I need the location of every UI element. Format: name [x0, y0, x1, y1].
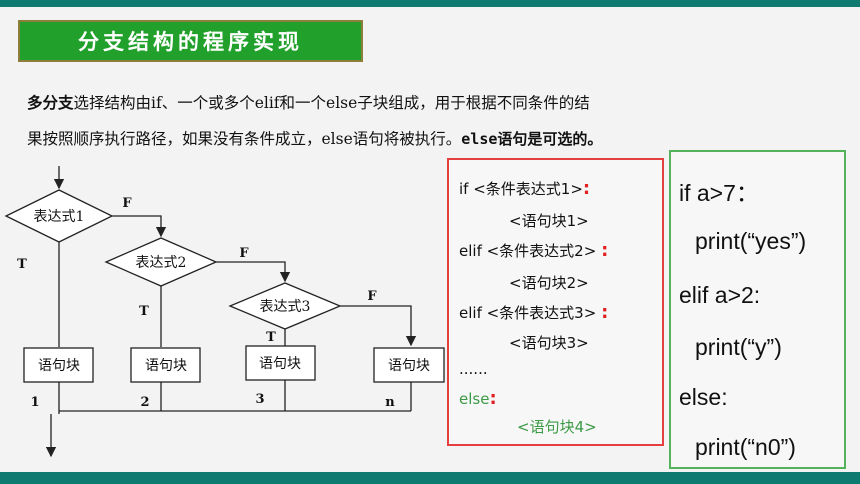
example-line-3: elif a>2:	[679, 282, 761, 308]
syntax-else-text: else	[459, 390, 490, 408]
block-number-3: 3	[255, 392, 264, 407]
multi-branch-flowchart: 表达式1 表达式2 表达式3 语句块 语句块 语句块 语句块 T F T F T…	[4, 166, 445, 458]
syntax-colon-2: :	[601, 240, 609, 261]
syntax-block-4: <语句块4>	[517, 418, 597, 436]
intro-line-2-text: 果按照顺序执行路径，如果没有条件成立，else语句将被执行。	[27, 130, 462, 148]
syntax-block-2: <语句块2>	[509, 274, 589, 292]
false-line-3	[340, 305, 417, 347]
block-label-1: 语句块	[38, 358, 80, 374]
syntax-colon-1: :	[582, 178, 591, 199]
syntax-else-line: else:	[459, 388, 497, 409]
bottom-accent-bar	[0, 472, 860, 484]
intro-bold-lead: 多分支	[27, 93, 74, 112]
example-line-1: if a>7：	[679, 180, 759, 206]
false-label-1: F	[122, 196, 132, 211]
intro-line-2: 果按照顺序执行路径，如果没有条件成立，else语句将被执行。else语句是可选的…	[27, 121, 842, 157]
syntax-ellipsis: ......	[459, 360, 488, 378]
syntax-colon-4: :	[489, 388, 497, 409]
block-label-n: 语句块	[388, 358, 430, 374]
condition-label-1: 表达式1	[34, 209, 85, 225]
block-number-1: 1	[30, 395, 39, 410]
example-line-2: print(“yes”)	[695, 228, 807, 254]
block-label-2: 语句块	[145, 358, 187, 374]
intro-line-1: 多分支选择结构由if、一个或多个elif和一个else子块组成，用于根据不同条件…	[27, 85, 842, 121]
syntax-template-box: if <条件表达式1>: <语句块1> elif <条件表达式2> : <语句块…	[447, 158, 664, 446]
block-label-3: 语句块	[259, 356, 301, 372]
block-number-n: n	[385, 395, 395, 410]
syntax-elif-text-2: elif <条件表达式3>	[459, 304, 597, 322]
false-line-1	[112, 215, 167, 238]
block-number-2: 2	[140, 395, 149, 410]
example-line-4: print(“y”)	[695, 334, 782, 360]
intro-line-1-rest: 选择结构由if、一个或多个elif和一个else子块组成，用于根据不同条件的结	[73, 94, 590, 112]
syntax-colon-3: :	[601, 302, 609, 323]
true-label-3: T	[266, 330, 276, 345]
condition-label-2: 表达式2	[136, 255, 187, 271]
slide-title: 分支结构的程序实现	[18, 20, 363, 62]
intro-paragraph: 多分支选择结构由if、一个或多个elif和一个else子块组成，用于根据不同条件…	[27, 85, 842, 157]
statement-block-n	[373, 347, 445, 383]
syntax-if-text: if <条件表达式1>	[459, 180, 583, 198]
syntax-if-line: if <条件表达式1>:	[459, 178, 590, 199]
example-line-6: print(“n0”)	[695, 434, 796, 460]
false-line-2	[216, 261, 291, 283]
intro-line-2-bold: else语句是可选的。	[461, 130, 603, 148]
true-label-1: T	[17, 257, 27, 272]
statement-block-3	[245, 345, 316, 381]
syntax-elif-line-2: elif <条件表达式3> :	[459, 302, 608, 323]
example-code-box: if a>7： print(“yes”) elif a>2: print(“y”…	[669, 150, 846, 469]
syntax-block-1: <语句块1>	[509, 212, 589, 230]
false-label-3: F	[367, 289, 377, 304]
top-accent-bar	[0, 0, 860, 7]
false-label-2: F	[239, 246, 249, 261]
statement-block-1	[23, 347, 94, 383]
statement-block-2	[130, 347, 201, 383]
syntax-elif-text-1: elif <条件表达式2>	[459, 242, 597, 260]
condition-label-3: 表达式3	[260, 299, 311, 315]
example-line-5: else:	[679, 384, 728, 410]
syntax-block-3: <语句块3>	[509, 334, 589, 352]
true-label-2: T	[139, 304, 149, 319]
syntax-elif-line-1: elif <条件表达式2> :	[459, 240, 608, 261]
